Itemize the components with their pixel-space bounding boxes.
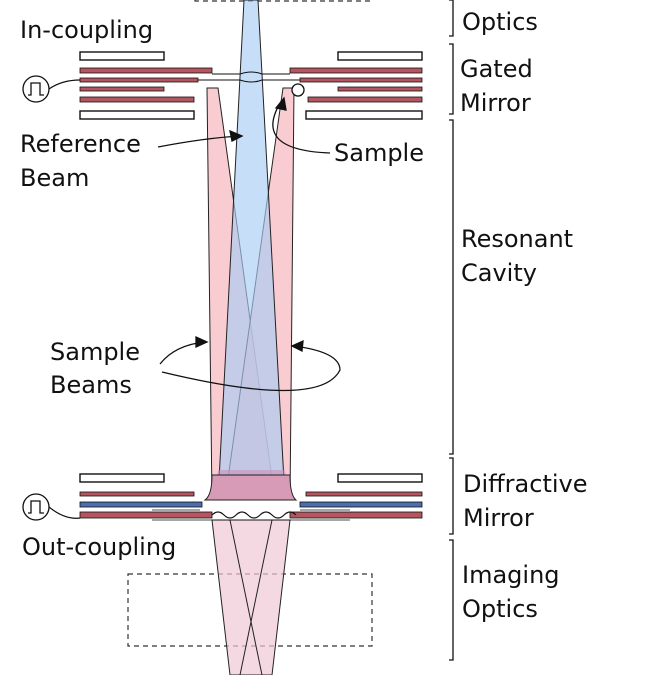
lower-bulge: [203, 474, 298, 501]
gated-mirror-label-1: Gated: [460, 55, 533, 83]
out-coupling-label: Out-coupling: [22, 533, 176, 561]
reference-beam-label-2: Beam: [20, 164, 89, 192]
sample-beams-arrow-right: [161, 345, 341, 392]
reference-arrow: [157, 135, 241, 148]
diffractive-mirror-label-1: Diffractive: [463, 470, 588, 498]
beams: [203, 0, 298, 675]
diffractive-mirror: [79, 473, 423, 521]
top-optics-box: [194, 0, 372, 2]
sample-beams-label-1: Sample: [50, 338, 140, 366]
optics-top-label: Optics: [462, 8, 538, 36]
output-beams: [211, 519, 291, 675]
sample-particle: [291, 83, 305, 97]
grating: [211, 511, 297, 519]
imaging-optics-label-2: Optics: [462, 595, 538, 623]
sample-beams-label-2: Beams: [50, 371, 132, 399]
arrows: [157, 96, 341, 392]
in-coupling-label: In-coupling: [20, 16, 153, 44]
diffractive-mirror-label-2: Mirror: [463, 504, 534, 532]
resonant-cavity-label-1: Resonant: [461, 225, 573, 253]
section-brackets: [449, 0, 454, 661]
gated-mirror-label-2: Mirror: [460, 89, 531, 117]
gated-mirror: [79, 51, 423, 120]
sample-label: Sample: [334, 139, 424, 167]
imaging-optics-label-1: Imaging: [462, 561, 560, 589]
sample-arrow: [272, 99, 331, 154]
pulse-icon-bottom: [22, 493, 81, 521]
pulse-icon-top: [22, 75, 81, 103]
reference-beam-label-1: Reference: [20, 130, 141, 158]
resonant-cavity-label-2: Cavity: [461, 259, 537, 287]
